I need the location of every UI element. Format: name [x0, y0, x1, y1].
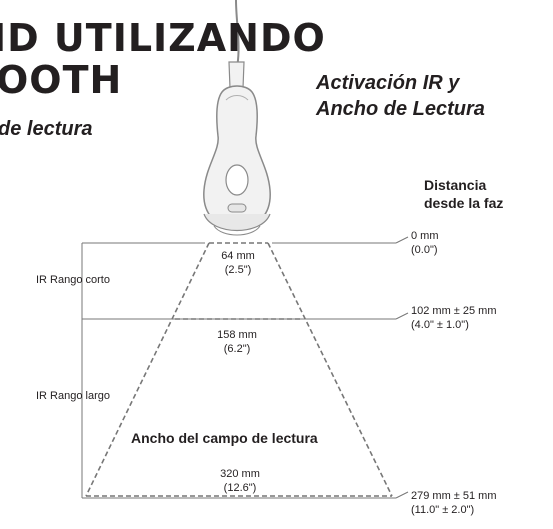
- scanner-trigger-button: [227, 203, 247, 213]
- distance-label-0-mm: 0 mm: [411, 230, 439, 242]
- long-range-label: IR Rango largo: [36, 390, 110, 402]
- width-label-1: 158 mm (6.2"): [207, 328, 267, 356]
- distance-label-2-mm: 279 mm ± 51 mm: [411, 490, 497, 502]
- figure-title-line2: Ancho de Lectura: [316, 98, 485, 120]
- distance-label-1: 102 mm ± 25 mm (4.0" ± 1.0"): [411, 304, 497, 332]
- field-width-label: Ancho del campo de lectura: [131, 430, 318, 446]
- distance-label-0-in: (0.0"): [411, 244, 438, 256]
- distance-leader-0: [395, 236, 409, 244]
- distance-label-2: 279 mm ± 51 mm (11.0" ± 2.0"): [411, 489, 497, 517]
- width-label-0-mm: 64 mm: [221, 250, 255, 262]
- distance-label-1-in: (4.0" ± 1.0"): [411, 319, 469, 331]
- distance-label-2-in: (11.0" ± 2.0"): [411, 504, 475, 516]
- short-range-label: IR Rango corto: [36, 274, 110, 286]
- width-label-2-in: (12.6"): [223, 482, 257, 494]
- scanner-head: [203, 213, 271, 232]
- width-label-1-mm: 158 mm: [217, 329, 257, 341]
- scanner-window: [213, 225, 261, 236]
- width-label-1-in: (6.2"): [223, 343, 251, 355]
- width-label-2: 320 mm (12.6"): [208, 467, 272, 495]
- distance-leader-1: [395, 312, 409, 320]
- page-title-line1: ID UTILIZANDO: [0, 16, 326, 60]
- width-label-0: 64 mm (2.5"): [208, 249, 268, 277]
- page-title-line2: OOTH: [0, 58, 123, 102]
- scanner-logo-window: [225, 164, 249, 196]
- scan-field: [85, 242, 393, 497]
- distance-header-line2: desde la faz: [424, 195, 504, 211]
- page-subtitle: de lectura: [0, 118, 93, 140]
- width-label-0-in: (2.5"): [224, 264, 252, 276]
- distance-label-0: 0 mm (0.0"): [411, 229, 439, 257]
- scanner-grip-seam: [225, 95, 249, 101]
- distance-label-1-mm: 102 mm ± 25 mm: [411, 305, 497, 317]
- figure-title-line1: Activación IR y: [316, 72, 460, 94]
- distance-header-line1: Distancia: [424, 177, 487, 193]
- width-label-2-mm: 320 mm: [220, 468, 260, 480]
- distance-leader-2: [395, 491, 409, 499]
- scanner-cable-strain-relief: [228, 61, 245, 89]
